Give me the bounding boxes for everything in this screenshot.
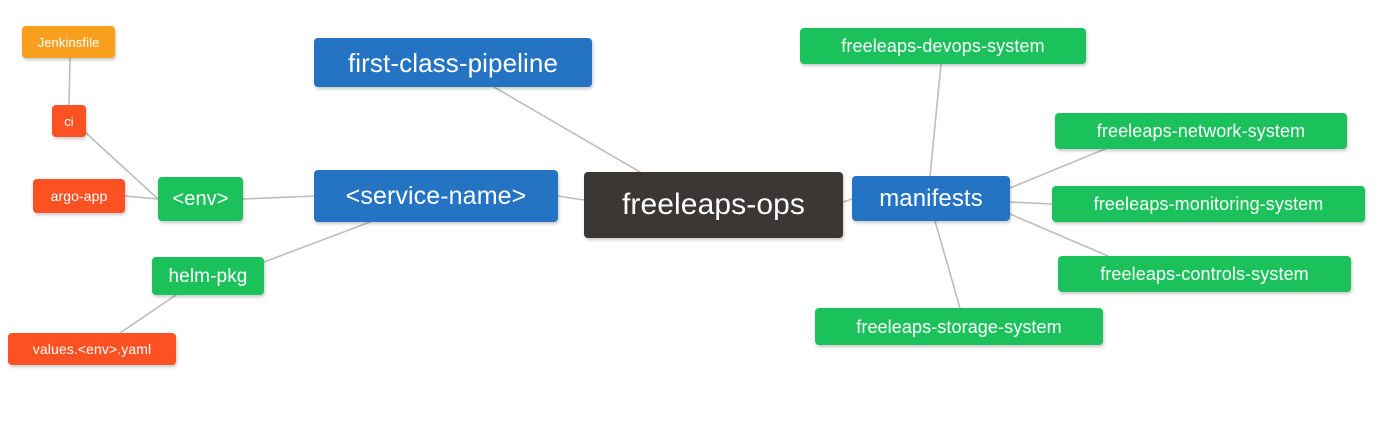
edge-service-name-to-helm-pkg xyxy=(263,221,371,263)
mindmap-node-env[interactable]: <env> xyxy=(158,177,243,221)
edge-freeleaps-ops-to-manifests xyxy=(842,198,853,203)
mindmap-node-label-helm-pkg: helm-pkg xyxy=(168,265,248,287)
mindmap-node-label-manifests: manifests xyxy=(879,184,983,212)
mindmap-node-argo-app[interactable]: argo-app xyxy=(33,179,125,213)
edge-manifests-to-monitoring-system xyxy=(1009,201,1053,205)
mindmap-node-label-controls-system: freeleaps-controls-system xyxy=(1100,264,1309,284)
edge-env-to-service-name xyxy=(242,195,315,200)
mindmap-node-jenkinsfile[interactable]: Jenkinsfile xyxy=(22,26,115,58)
mindmap-node-label-argo-app: argo-app xyxy=(50,188,108,204)
mindmap-node-storage-system[interactable]: freeleaps-storage-system xyxy=(815,308,1103,345)
mindmap-node-values-yaml[interactable]: values.<env>.yaml xyxy=(8,333,176,365)
mindmap-node-label-devops-system: freeleaps-devops-system xyxy=(841,36,1045,56)
mindmap-node-label-ci: ci xyxy=(64,113,74,129)
edge-argo-app-to-env xyxy=(124,195,159,200)
mindmap-node-label-monitoring-system: freeleaps-monitoring-system xyxy=(1093,194,1324,214)
mindmap-node-network-system[interactable]: freeleaps-network-system xyxy=(1055,113,1347,149)
edge-first-class-pipeline-to-freeleaps-ops xyxy=(493,86,641,173)
mindmap-node-ci[interactable]: ci xyxy=(52,105,86,137)
mindmap-node-freeleaps-ops[interactable]: freeleaps-ops xyxy=(584,172,843,238)
mindmap-node-label-network-system: freeleaps-network-system xyxy=(1096,121,1306,141)
mindmap-node-label-jenkinsfile: Jenkinsfile xyxy=(37,34,100,50)
edge-service-name-to-freeleaps-ops xyxy=(557,195,585,201)
edge-manifests-to-storage-system xyxy=(934,220,961,309)
mindmap-node-label-first-class-pipeline: first-class-pipeline xyxy=(347,47,559,78)
mindmap-node-monitoring-system[interactable]: freeleaps-monitoring-system xyxy=(1052,186,1365,222)
edge-manifests-to-devops-system xyxy=(929,63,942,177)
mindmap-node-label-values-yaml: values.<env>.yaml xyxy=(32,341,152,357)
mindmap-node-service-name[interactable]: <service-name> xyxy=(314,170,558,222)
edge-jenkinsfile-to-ci xyxy=(68,57,71,106)
edge-manifests-to-network-system xyxy=(1009,148,1106,189)
mindmap-node-helm-pkg[interactable]: helm-pkg xyxy=(152,257,264,295)
mindmap-node-controls-system[interactable]: freeleaps-controls-system xyxy=(1058,256,1351,292)
mindmap-node-label-service-name: <service-name> xyxy=(345,181,527,210)
mindmap-node-label-env: <env> xyxy=(172,188,229,210)
edge-helm-pkg-to-values-yaml xyxy=(119,294,177,334)
mindmap-node-manifests[interactable]: manifests xyxy=(852,176,1010,221)
mindmap-node-label-storage-system: freeleaps-storage-system xyxy=(856,316,1062,337)
mindmap-node-devops-system[interactable]: freeleaps-devops-system xyxy=(800,28,1086,64)
mindmap-node-first-class-pipeline[interactable]: first-class-pipeline xyxy=(314,38,592,87)
mindmap-node-label-freeleaps-ops: freeleaps-ops xyxy=(621,188,806,221)
